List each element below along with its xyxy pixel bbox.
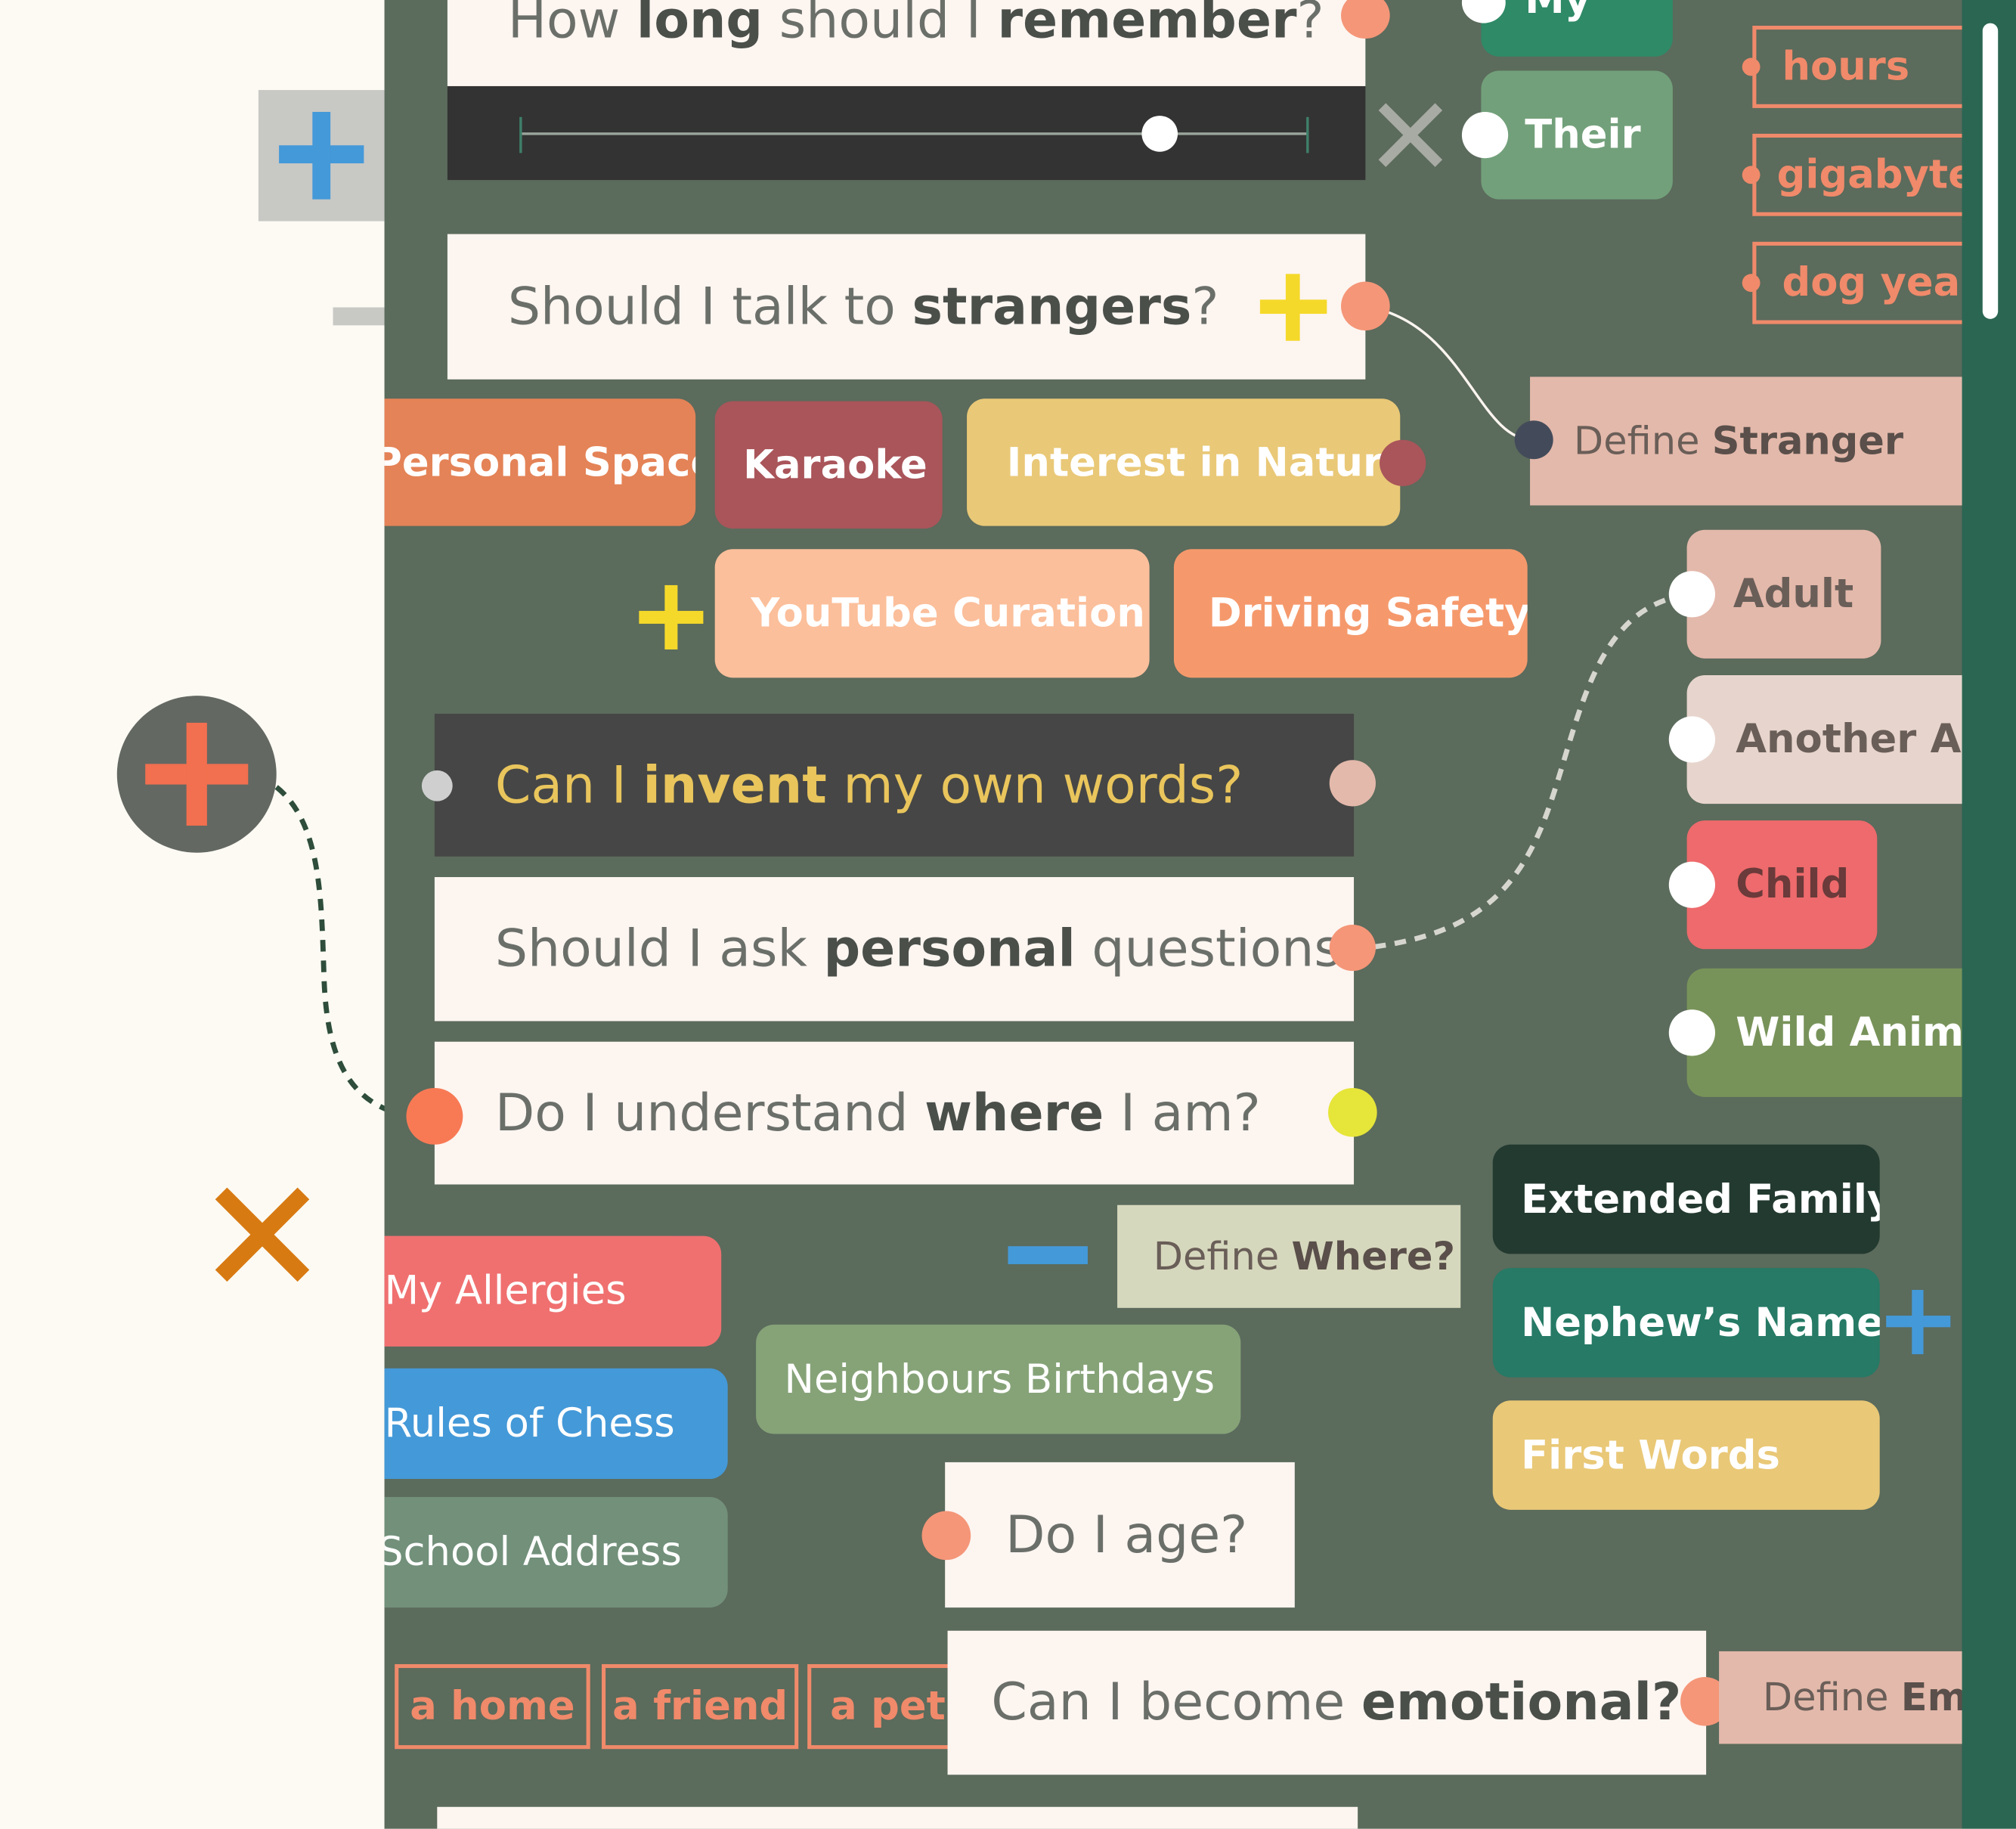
canvas: How long should I remember? My Their hou… bbox=[384, 0, 2016, 1829]
question-text: Should I talk to strangers? bbox=[507, 277, 1219, 336]
emotion-object-a-home[interactable]: a home bbox=[395, 1663, 590, 1750]
question-text: Do I understand where I am? bbox=[494, 1083, 1261, 1143]
radio-dot[interactable] bbox=[1668, 571, 1716, 618]
pronoun-option-my[interactable]: My bbox=[1481, 0, 1673, 57]
connector-dot[interactable] bbox=[406, 1087, 463, 1145]
memory-my-allergies[interactable]: My Allergies bbox=[384, 1235, 722, 1347]
plus-icon[interactable] bbox=[1886, 1290, 1951, 1355]
question-text: Should I ask personal questions? bbox=[494, 919, 1355, 979]
connector-dot[interactable] bbox=[1341, 0, 1390, 39]
question-card-next[interactable] bbox=[437, 1806, 1358, 1829]
question-card-emotional[interactable]: Can I become emotional? bbox=[947, 1630, 1707, 1775]
slider-tick-start bbox=[519, 116, 522, 153]
slider-tick-end bbox=[1306, 116, 1309, 153]
memory-neighbours-birthdays[interactable]: Neighbours Birthdays bbox=[756, 1324, 1241, 1434]
topic-driving-safety[interactable]: Driving Safety bbox=[1173, 549, 1528, 678]
plus-icon bbox=[145, 722, 249, 826]
connector-dot[interactable] bbox=[1329, 760, 1376, 807]
memory-duration-slider[interactable] bbox=[447, 85, 1366, 181]
question-text: How long should I remember? bbox=[507, 0, 1324, 51]
unit-option-hours[interactable]: hours bbox=[1752, 26, 1984, 108]
slider-track bbox=[520, 132, 1309, 135]
memory-rules-of-chess[interactable]: Rules of Chess bbox=[384, 1368, 728, 1480]
question-card-where[interactable]: Do I understand where I am? bbox=[434, 1041, 1355, 1185]
emotion-object-a-friend[interactable]: a friend bbox=[602, 1663, 799, 1750]
unit-option-dog-years[interactable]: dog years bbox=[1752, 241, 1984, 324]
family-extended-family[interactable]: Extended Family bbox=[1492, 1144, 1880, 1254]
question-card-strangers[interactable]: Should I talk to strangers? bbox=[447, 234, 1366, 380]
connector-dot[interactable] bbox=[421, 770, 453, 801]
define-stranger-box[interactable]: Define Stranger bbox=[1530, 377, 2016, 506]
add-panel[interactable] bbox=[258, 90, 385, 222]
topic-interest-in-nature[interactable]: Interest in Nature bbox=[967, 398, 1401, 526]
plus-icon[interactable] bbox=[639, 584, 704, 649]
connector-dot[interactable] bbox=[921, 1511, 971, 1561]
minus-icon[interactable] bbox=[1008, 1246, 1088, 1264]
connector-dot[interactable] bbox=[1380, 439, 1426, 486]
topic-youtube-curation[interactable]: YouTube Curation bbox=[714, 549, 1150, 678]
plus-icon bbox=[279, 111, 364, 200]
topic-karaoke[interactable]: Karaoke bbox=[714, 401, 943, 529]
close-icon[interactable] bbox=[211, 1183, 314, 1286]
scrollbar-thumb[interactable] bbox=[1982, 23, 1999, 319]
family-nephews-name[interactable]: Nephew’s Name bbox=[1492, 1268, 1880, 1378]
stranger-type-another-ai[interactable]: Another AI bbox=[1686, 674, 2016, 804]
pronoun-option-their[interactable]: Their bbox=[1481, 70, 1673, 200]
stranger-type-child[interactable]: Child bbox=[1686, 820, 1878, 950]
connector-dot[interactable] bbox=[1328, 1087, 1377, 1137]
radio-dot[interactable] bbox=[1668, 1009, 1716, 1056]
question-card-remember[interactable]: How long should I remember? bbox=[447, 0, 1366, 86]
define-where-box[interactable]: Define Where? bbox=[1117, 1204, 1461, 1308]
family-first-words[interactable]: First Words bbox=[1492, 1400, 1880, 1510]
question-text: Do I age? bbox=[1005, 1505, 1248, 1565]
radio-dot[interactable] bbox=[1461, 111, 1509, 159]
stranger-type-wild-animal[interactable]: Wild Animal bbox=[1686, 968, 2016, 1097]
radio-dot[interactable] bbox=[1668, 861, 1716, 908]
add-circle-button[interactable] bbox=[116, 696, 277, 853]
connector-dot bbox=[1742, 274, 1761, 293]
question-text: Can I become emotional? bbox=[991, 1672, 1682, 1733]
connectors bbox=[1353, 305, 1692, 952]
slider-thumb[interactable] bbox=[1141, 116, 1178, 152]
connector-dot[interactable] bbox=[1329, 924, 1376, 972]
question-text: Can I invent my own words? bbox=[494, 755, 1243, 815]
radio-dot[interactable] bbox=[1668, 716, 1716, 763]
connector-dot[interactable] bbox=[1514, 420, 1553, 460]
question-card-age[interactable]: Do I age? bbox=[945, 1462, 1295, 1608]
emotion-object-a-pet[interactable]: a pet bbox=[807, 1663, 968, 1750]
unit-option-gigabytes[interactable]: gigabytes bbox=[1752, 133, 1984, 216]
connector-dot[interactable] bbox=[1341, 281, 1390, 331]
stranger-type-adult[interactable]: Adult bbox=[1686, 529, 1881, 659]
close-icon[interactable] bbox=[1374, 99, 1446, 171]
question-card-personal[interactable]: Should I ask personal questions? bbox=[434, 877, 1355, 1021]
question-card-invent[interactable]: Can I invent my own words? bbox=[434, 713, 1355, 857]
connector-dot bbox=[1742, 166, 1761, 184]
topic-personal-space[interactable]: Personal Space bbox=[384, 398, 696, 526]
plus-icon[interactable] bbox=[1259, 273, 1327, 340]
memory-school-address[interactable]: School Address bbox=[384, 1496, 728, 1608]
connector-dot bbox=[1742, 57, 1761, 76]
